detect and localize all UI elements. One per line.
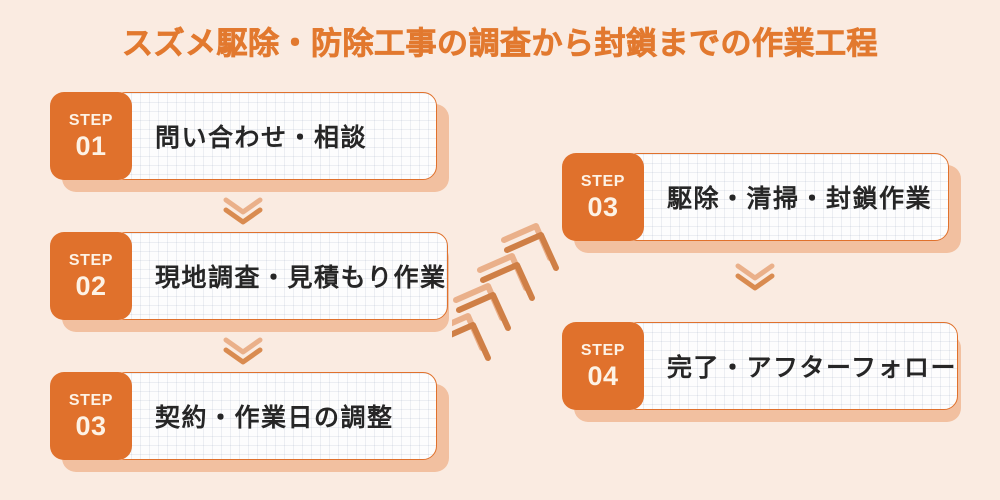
step-keyword: STEP — [68, 111, 114, 129]
connector-right-1-to-2 — [733, 262, 777, 296]
step-box-right-2[interactable]: STEP 04 完了・アフターフォロー — [562, 322, 961, 422]
connector-left-1-to-2 — [221, 196, 265, 230]
step-panel: 問い合わせ・相談 — [112, 92, 437, 180]
double-chevron-up-right-icon — [453, 283, 511, 331]
step-keyword: STEP — [580, 172, 626, 190]
step-label: 契約・作業日の調整 — [155, 404, 394, 432]
step-panel: 完了・アフターフォロー — [624, 322, 959, 410]
step-badge: STEP 04 — [562, 322, 644, 410]
step-badge: STEP 02 — [50, 232, 132, 320]
step-number: 01 — [75, 130, 107, 161]
step-box-left-2[interactable]: STEP 02 現地調査・見積もり作業 — [50, 232, 449, 332]
page-title: スズメ駆除・防除工事の調査から封鎖までの作業工程 — [122, 26, 878, 62]
step-number: 03 — [75, 410, 107, 441]
step-keyword: STEP — [580, 341, 626, 359]
double-chevron-up-right-icon — [501, 223, 559, 271]
double-chevron-up-right-icon — [452, 313, 491, 361]
connector-left-to-right — [452, 196, 572, 366]
double-chevron-down-icon — [223, 197, 263, 225]
step-box-right-1[interactable]: STEP 03 駆除・清掃・封鎖作業 — [562, 153, 961, 253]
step-box-body: STEP 01 問い合わせ・相談 — [50, 92, 437, 180]
step-label: 問い合わせ・相談 — [155, 124, 368, 152]
step-label: 完了・アフターフォロー — [667, 354, 958, 382]
double-chevron-up-right-icon-group — [452, 223, 559, 361]
step-box-body: STEP 03 契約・作業日の調整 — [50, 372, 437, 460]
step-label: 現地調査・見積もり作業 — [155, 264, 447, 292]
step-label: 駆除・清掃・封鎖作業 — [667, 185, 933, 213]
connector-left-2-to-3 — [221, 336, 265, 370]
step-badge: STEP 01 — [50, 92, 132, 180]
step-number: 02 — [75, 270, 107, 301]
step-panel: 駆除・清掃・封鎖作業 — [624, 153, 949, 241]
double-chevron-down-icon — [735, 263, 775, 291]
step-box-body: STEP 03 駆除・清掃・封鎖作業 — [562, 153, 949, 241]
double-chevron-down-icon — [223, 337, 263, 365]
step-badge: STEP 03 — [50, 372, 132, 460]
step-number: 04 — [587, 360, 619, 391]
step-keyword: STEP — [68, 391, 114, 409]
step-box-body: STEP 04 完了・アフターフォロー — [562, 322, 959, 410]
step-keyword: STEP — [68, 251, 114, 269]
step-number: 03 — [587, 191, 619, 222]
step-box-left-1[interactable]: STEP 01 問い合わせ・相談 — [50, 92, 449, 192]
double-chevron-up-right-icon — [477, 253, 535, 301]
step-box-left-3[interactable]: STEP 03 契約・作業日の調整 — [50, 372, 449, 472]
step-panel: 現地調査・見積もり作業 — [112, 232, 448, 320]
step-panel: 契約・作業日の調整 — [112, 372, 437, 460]
step-badge: STEP 03 — [562, 153, 644, 241]
step-box-body: STEP 02 現地調査・見積もり作業 — [50, 232, 448, 320]
